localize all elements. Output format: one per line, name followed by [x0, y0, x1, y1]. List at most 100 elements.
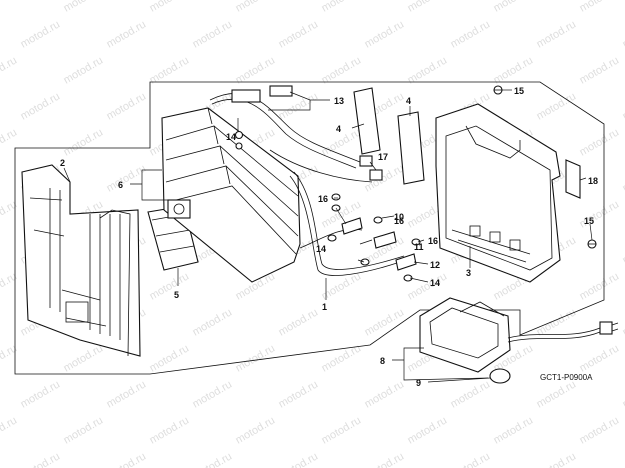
watermark-text: motod.ru — [0, 54, 19, 86]
watermark-text: motod.ru — [621, 306, 625, 338]
watermark-text: motod.ru — [105, 450, 149, 468]
callout-18: 18 — [588, 176, 598, 186]
watermark-text: motod.ru — [234, 414, 278, 446]
watermark-text: motod.ru — [320, 0, 364, 15]
watermark-text: motod.ru — [578, 342, 622, 374]
watermark-text: motod.ru — [62, 0, 106, 15]
callout-labels: 1 2 3 4 4 5 6 8 9 10 11 12 13 14 14 14 1… — [60, 86, 598, 388]
callout-16b: 16 — [394, 216, 404, 226]
watermark-text: motod.ru — [535, 450, 579, 468]
callout-17: 17 — [378, 152, 388, 162]
callout-16a: 16 — [318, 194, 328, 204]
watermark-text: motod.ru — [0, 0, 19, 15]
watermark-text: motod.ru — [148, 270, 192, 302]
callout-14a: 14 — [226, 132, 236, 142]
callout-15a: 15 — [514, 86, 524, 96]
watermark-text: motod.ru — [363, 162, 407, 194]
watermark-text: motod.ru — [62, 414, 106, 446]
callout-12: 12 — [430, 260, 440, 270]
callout-15b: 15 — [584, 216, 594, 226]
screw-part-a — [493, 85, 503, 95]
watermark-text: motod.ru — [0, 270, 19, 302]
watermark-text: motod.ru — [105, 90, 149, 122]
gasket-part-a — [353, 87, 381, 155]
watermark-text: motod.ru — [105, 18, 149, 50]
watermark-text: motod.ru — [191, 18, 235, 50]
callout-13: 13 — [334, 96, 344, 106]
watermark-text: motod.ru — [277, 306, 321, 338]
watermark-text: motod.ru — [621, 90, 625, 122]
watermark-text: motod.ru — [19, 378, 63, 410]
watermark-text: motod.ru — [621, 450, 625, 468]
watermark-text: motod.ru — [406, 414, 450, 446]
watermark-text: motod.ru — [578, 0, 622, 15]
watermark-text: motod.ru — [621, 18, 625, 50]
watermark-text: motod.ru — [578, 126, 622, 158]
diagram-code: GCT1-P0900A — [540, 373, 593, 382]
screw-part-b — [587, 239, 597, 249]
battery-case-part — [435, 103, 561, 283]
watermark-text: motod.ru — [277, 378, 321, 410]
watermark-text: motod.ru — [148, 0, 192, 15]
watermark-text: motod.ru — [62, 342, 106, 374]
label-sticker-part — [565, 159, 581, 199]
watermark-text: motod.ru — [191, 378, 235, 410]
watermark-text: motod.ru — [492, 0, 536, 15]
watermark-text: motod.ru — [363, 378, 407, 410]
battery-cell-stack — [161, 107, 301, 283]
callout-3: 3 — [466, 268, 471, 278]
watermark-text: motod.ru — [535, 18, 579, 50]
callout-14c: 14 — [430, 278, 440, 288]
assembly-boundary — [14, 81, 605, 375]
callout-4a: 4 — [336, 124, 341, 134]
watermark-text: motod.ru — [234, 342, 278, 374]
watermark-text: motod.ru — [148, 414, 192, 446]
watermark-text: motod.ru — [320, 414, 364, 446]
callout-11: 11 — [414, 242, 424, 252]
watermark-text: motod.ru — [234, 0, 278, 15]
watermark-text: motod.ru — [320, 342, 364, 374]
watermark-text: motod.ru — [105, 162, 149, 194]
callout-4b: 4 — [406, 96, 411, 106]
callout-16c: 16 — [428, 236, 438, 246]
callout-10: 10 — [394, 212, 404, 222]
watermark-text: motod.ru — [535, 378, 579, 410]
watermark-text: motod.ru — [449, 378, 493, 410]
watermark-text: motod.ru — [449, 450, 493, 468]
watermark-text: motod.ru — [0, 342, 19, 374]
watermark-text: motod.ru — [363, 450, 407, 468]
watermark-text: motod.ru — [19, 90, 63, 122]
watermark-text: motod.ru — [578, 414, 622, 446]
watermark-text: motod.ru — [621, 234, 625, 266]
watermark-text: motod.ru — [578, 270, 622, 302]
watermark-text: motod.ru — [19, 18, 63, 50]
watermark-text: motod.ru — [578, 54, 622, 86]
watermark-text: motod.ru — [535, 90, 579, 122]
watermark-text: motod.ru — [0, 198, 19, 230]
watermark-text: motod.ru — [320, 126, 364, 158]
clip-part — [489, 368, 511, 384]
end-cover-part — [21, 164, 141, 357]
callout-1: 1 — [322, 302, 327, 312]
watermark-text: motod.ru — [19, 450, 63, 468]
watermark-text: motod.ru — [62, 54, 106, 86]
watermark-text: motod.ru — [191, 306, 235, 338]
watermark-text: motod.ru — [363, 18, 407, 50]
charger-part — [419, 297, 619, 373]
callout-6: 6 — [118, 180, 123, 190]
watermark-text: motod.ru — [621, 162, 625, 194]
watermark-text: motod.ru — [621, 378, 625, 410]
watermark-text: motod.ru — [0, 414, 19, 446]
wire-harness — [209, 85, 405, 276]
callout-14b: 14 — [316, 244, 326, 254]
watermark-text: motod.ru — [62, 126, 106, 158]
gasket-part-b — [397, 111, 425, 185]
watermark-text: motod.ru — [492, 414, 536, 446]
callout-8: 8 — [380, 356, 385, 366]
callout-5: 5 — [174, 290, 179, 300]
watermark-text: motod.ru — [191, 450, 235, 468]
watermark-text: motod.ru — [406, 0, 450, 15]
callout-2: 2 — [60, 158, 65, 168]
watermark-text: motod.ru — [406, 270, 450, 302]
